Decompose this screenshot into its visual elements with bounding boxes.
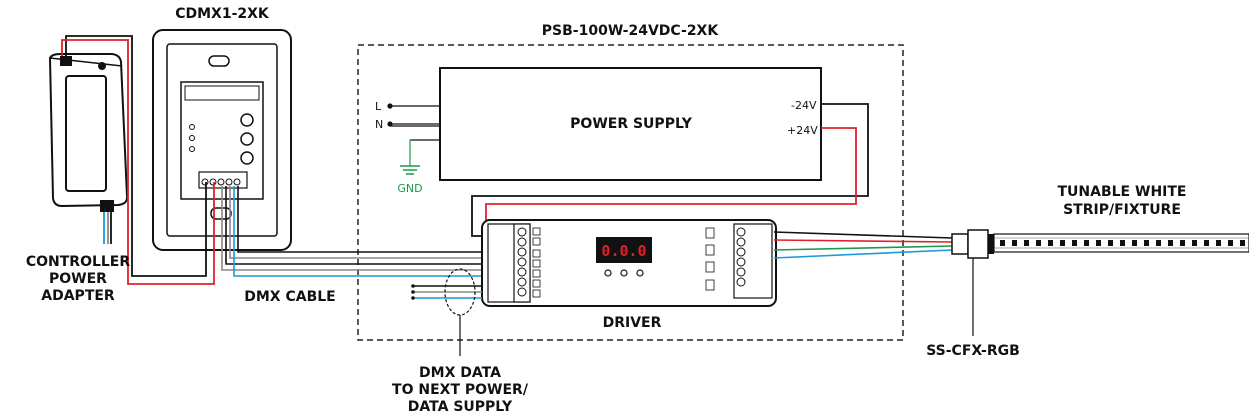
adapter-label-line2: POWER bbox=[49, 271, 107, 287]
neg24-label: -24V bbox=[791, 99, 817, 112]
controller-title: CDMX1-2XK bbox=[175, 6, 270, 22]
dmx-cable bbox=[221, 186, 482, 277]
pos24-label: +24V bbox=[787, 124, 818, 137]
knob-icon bbox=[240, 113, 254, 127]
driver-display-text: 0.0.0 bbox=[601, 242, 646, 260]
controller-wall-plate bbox=[152, 29, 292, 251]
ac-input-wires bbox=[387, 103, 440, 175]
knob-icon bbox=[240, 151, 254, 165]
driver: 0.0.0 bbox=[481, 219, 777, 307]
dmx-data-label-line2: TO NEXT POWER/ bbox=[392, 382, 529, 398]
psb-title: PSB-100W-24VDC-2XK bbox=[542, 23, 720, 39]
screw-top bbox=[208, 55, 230, 67]
power-supply-label: POWER SUPPLY bbox=[570, 116, 693, 132]
dmx-data-out-wires bbox=[411, 268, 482, 356]
l-label: L bbox=[375, 100, 382, 113]
ss-cfx-rgb-connector bbox=[951, 229, 994, 336]
strip-label-line2: STRIP/FIXTURE bbox=[1063, 202, 1181, 218]
controller-power-adapter bbox=[48, 53, 129, 212]
dmx-data-label-line3: DATA SUPPLY bbox=[408, 399, 513, 415]
driver-button-icon bbox=[604, 269, 612, 277]
driver-display bbox=[596, 237, 652, 263]
adapter-label-line1: CONTROLLER bbox=[26, 254, 131, 270]
n-label: N bbox=[375, 118, 383, 131]
adapter-wires bbox=[61, 35, 215, 285]
adapter-label-line3: ADAPTER bbox=[41, 288, 115, 304]
strip-label-line1: TUNABLE WHITE bbox=[1058, 184, 1187, 200]
output-wires bbox=[773, 231, 953, 259]
power-supply bbox=[439, 67, 822, 181]
dmx-cable-label: DMX CABLE bbox=[244, 289, 336, 305]
dmx-data-label-line1: DMX DATA bbox=[419, 365, 501, 381]
connector-label: SS-CFX-RGB bbox=[926, 343, 1020, 359]
knob-icon bbox=[240, 132, 254, 146]
gnd-label: GND bbox=[397, 182, 422, 195]
psb-enclosure bbox=[357, 44, 904, 341]
driver-button-icon bbox=[620, 269, 628, 277]
led-strip bbox=[993, 233, 1249, 253]
driver-button-icon bbox=[636, 269, 644, 277]
driver-label: DRIVER bbox=[603, 315, 662, 331]
